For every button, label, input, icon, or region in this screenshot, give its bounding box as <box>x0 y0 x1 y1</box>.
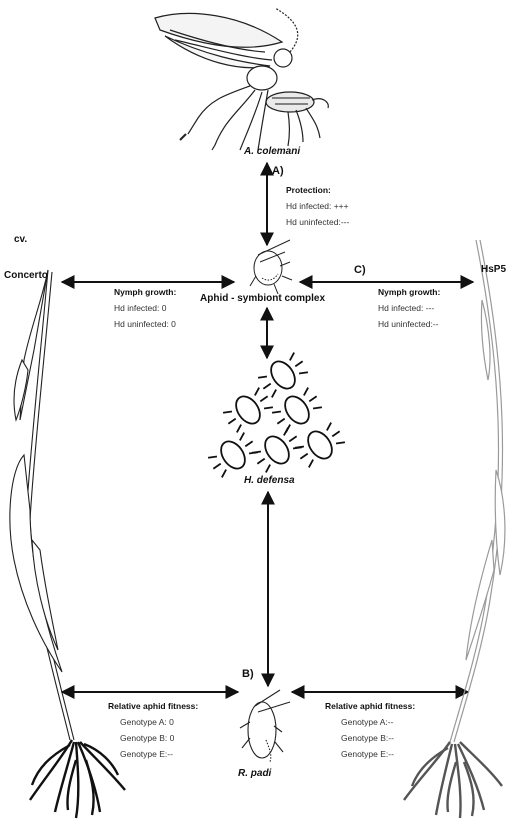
fitness-right-line-1: Genotype A:-- <box>341 717 394 727</box>
aphid-complex-illustration <box>249 239 293 295</box>
concerto-plant <box>9 269 126 819</box>
cv-label: cv. <box>14 234 28 245</box>
symbiont-label: H. defensa <box>244 475 295 486</box>
protection-line-1: Hd infected: +++ <box>286 201 349 211</box>
nymph-right-line-2: Hd uninfected:-- <box>378 319 439 329</box>
fitness-left-block: Relative aphid fitness: Genotype A: 0 Ge… <box>108 698 198 762</box>
protection-line-2: Hd uninfected:--- <box>286 217 350 227</box>
wasp-illustration <box>154 7 329 151</box>
complex-label: Aphid - symbiont complex <box>200 293 326 304</box>
nymph-growth-right: Nymph growth: Hd infected: --- Hd uninfe… <box>378 284 440 332</box>
label-b: B) <box>242 668 254 680</box>
concerto-label: Concerto <box>4 270 48 281</box>
fitness-left-title: Relative aphid fitness: <box>108 701 199 711</box>
fitness-right-line-2: Genotype B:-- <box>341 733 394 743</box>
label-c: C) <box>354 264 366 276</box>
nymph-right-line-1: Hd infected: --- <box>378 303 435 313</box>
protection-title: Protection: <box>286 185 331 195</box>
h-defensa-cluster <box>207 352 346 478</box>
fitness-right-line-3: Genotype E:-- <box>341 749 394 759</box>
aphid-label: R. padi <box>238 768 272 779</box>
protection-block: Protection: Hd infected: +++ Hd uninfect… <box>286 182 349 230</box>
fitness-left-line-1: Genotype A: 0 <box>120 717 174 727</box>
fitness-left-line-2: Genotype B: 0 <box>120 733 175 743</box>
r-padi-illustration <box>239 689 291 763</box>
nymph-right-title: Nymph growth: <box>378 287 441 297</box>
nymph-left-title: Nymph growth: <box>114 287 177 297</box>
label-a: A) <box>272 165 284 177</box>
fitness-right-block: Relative aphid fitness: Genotype A:-- Ge… <box>325 698 415 762</box>
nymph-growth-left: Nymph growth: Hd infected: 0 Hd uninfect… <box>114 284 176 332</box>
nymph-left-line-1: Hd infected: 0 <box>114 303 167 313</box>
parasitoid-label: A. colemani <box>244 146 301 157</box>
fitness-left-line-3: Genotype E:-- <box>120 749 173 759</box>
hsp5-label: HsP5 <box>481 264 507 275</box>
fitness-right-title: Relative aphid fitness: <box>325 701 416 711</box>
hsp5-plant <box>403 239 506 819</box>
nymph-left-line-2: Hd uninfected: 0 <box>114 319 176 329</box>
